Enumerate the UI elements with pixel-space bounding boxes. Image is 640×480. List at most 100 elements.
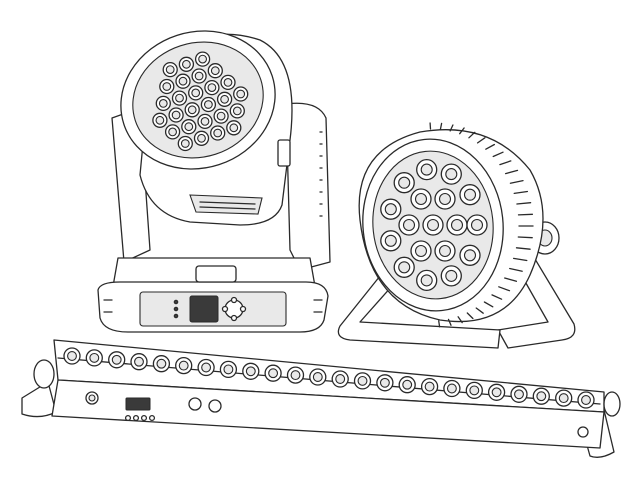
menu-buttons bbox=[221, 296, 247, 322]
par-can-led bbox=[434, 188, 456, 210]
led-bar-led bbox=[555, 389, 573, 407]
led-bar-led bbox=[130, 353, 148, 371]
par-cooling-fin bbox=[516, 202, 532, 205]
par-can-led bbox=[416, 269, 438, 292]
par-can-led bbox=[434, 240, 456, 262]
par-yoke-left bbox=[337, 275, 501, 349]
moving-head-led bbox=[159, 78, 175, 95]
led-bar-led bbox=[85, 349, 103, 367]
led-bar-rear-panel bbox=[51, 379, 605, 449]
par-can-led bbox=[380, 230, 402, 252]
par-cooling-fin bbox=[468, 131, 476, 139]
par-can-led bbox=[410, 240, 432, 262]
led-bar-led bbox=[152, 355, 171, 373]
tilt-lock bbox=[277, 139, 291, 167]
par-cooling-fin bbox=[517, 213, 534, 216]
led-bar-led bbox=[264, 364, 282, 382]
moving-head-led bbox=[152, 112, 168, 128]
par-cooling-fin bbox=[515, 247, 531, 250]
dmx-in-connector bbox=[188, 397, 202, 411]
led-bar-led bbox=[353, 372, 372, 390]
moving-head-fixture-icon bbox=[97, 30, 331, 333]
par-cooling-fins bbox=[429, 122, 534, 328]
par-cooling-fin bbox=[475, 307, 484, 314]
par-cooling-fin bbox=[449, 124, 454, 132]
base-neck bbox=[195, 265, 237, 283]
moving-head-led bbox=[164, 124, 181, 140]
par-can-led bbox=[380, 198, 402, 220]
par-can-fixture-icon bbox=[337, 122, 576, 349]
par-cooling-fin bbox=[485, 143, 496, 150]
par-cooling-fin bbox=[438, 320, 441, 328]
par-can-led bbox=[398, 214, 420, 236]
led-bar-led bbox=[510, 385, 528, 403]
par-cooling-fin bbox=[447, 318, 452, 326]
par-can-led bbox=[393, 172, 415, 194]
par-cooling-fin bbox=[476, 137, 486, 144]
par-can-led bbox=[422, 214, 444, 236]
par-cooling-fin bbox=[457, 316, 463, 324]
par-cooling-fin bbox=[498, 286, 511, 292]
moving-head-led bbox=[175, 73, 191, 89]
par-can-led bbox=[440, 163, 462, 185]
par-can-led bbox=[410, 188, 432, 210]
par-cooling-fin bbox=[504, 169, 519, 175]
dmx-out-connector bbox=[208, 399, 222, 413]
par-cooling-fin bbox=[459, 127, 465, 135]
moving-head-led bbox=[181, 119, 197, 135]
led-bar-led-row bbox=[63, 347, 595, 409]
moving-head-led bbox=[213, 108, 229, 124]
bar-bracket-screw bbox=[577, 426, 589, 438]
led-bar-led bbox=[577, 391, 595, 409]
led-bar-led bbox=[331, 370, 349, 388]
moving-head-led bbox=[200, 96, 217, 113]
par-can-led bbox=[446, 214, 468, 236]
moving-head-led bbox=[188, 85, 204, 101]
par-can-led-grid bbox=[380, 158, 488, 292]
moving-head-led bbox=[197, 113, 213, 130]
moving-head-led bbox=[216, 91, 233, 107]
led-bar-led bbox=[532, 387, 550, 405]
moving-head-led bbox=[155, 95, 171, 112]
led-bar-led bbox=[420, 377, 439, 396]
moving-head-led bbox=[204, 79, 220, 96]
moving-head-led-cluster bbox=[152, 51, 249, 152]
moving-head-led bbox=[178, 56, 195, 72]
led-bar-led bbox=[242, 362, 260, 380]
par-can-led bbox=[440, 265, 462, 287]
led-bar-fixture-icon bbox=[21, 339, 621, 458]
moving-head-led bbox=[191, 68, 207, 84]
moving-head-led bbox=[233, 86, 249, 102]
moving-head-led bbox=[226, 120, 242, 136]
moving-head-led bbox=[177, 135, 193, 152]
led-bar-led bbox=[487, 383, 506, 401]
moving-head-led bbox=[220, 74, 236, 91]
par-cooling-fin bbox=[512, 257, 528, 262]
led-bar-led bbox=[376, 374, 394, 392]
par-cooling-fin bbox=[491, 294, 503, 300]
par-can-led bbox=[416, 158, 438, 181]
bar-knob-right bbox=[603, 391, 621, 417]
par-yoke-right bbox=[497, 243, 576, 349]
par-cooling-fin bbox=[483, 301, 494, 308]
lcd-display bbox=[189, 295, 219, 323]
led-bar-led bbox=[309, 368, 327, 386]
par-can-led bbox=[393, 256, 415, 278]
bar-menu-buttons bbox=[124, 414, 156, 422]
par-cooling-fin bbox=[509, 179, 524, 184]
led-bar-led bbox=[175, 356, 193, 375]
par-cooling-fin bbox=[504, 277, 518, 282]
moving-head-led bbox=[171, 90, 188, 106]
par-cooling-fin bbox=[466, 312, 474, 320]
par-cooling-fin bbox=[517, 236, 533, 239]
bar-lcd-display bbox=[125, 397, 151, 411]
par-can-led bbox=[466, 214, 488, 236]
led-bar-led bbox=[465, 381, 483, 400]
par-cooling-fin bbox=[499, 160, 512, 166]
moving-head-led bbox=[229, 103, 245, 119]
moving-head-led bbox=[194, 51, 211, 67]
par-can-led bbox=[459, 244, 481, 266]
moving-head-led bbox=[193, 130, 210, 146]
